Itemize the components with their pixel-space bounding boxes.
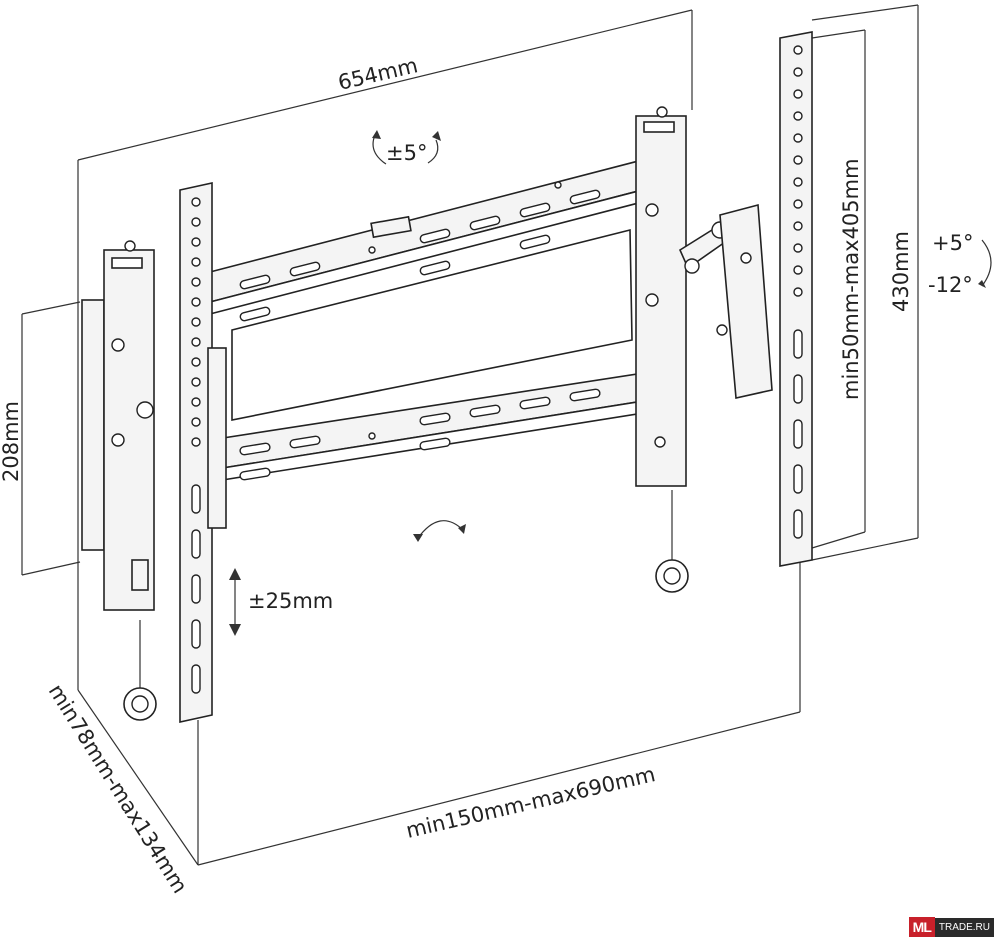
rotation-label: ±5° <box>386 141 427 165</box>
right-hinge-block <box>716 203 773 399</box>
right-bracket <box>635 106 730 593</box>
tilt-down-label: -12° <box>928 273 973 297</box>
lateral-shift-label: ±25mm <box>248 589 333 613</box>
vertical-spacing-label: min50mm-max405mm <box>839 158 863 400</box>
right-vertical-arm <box>779 31 813 567</box>
wall-plate-height-label: 208mm <box>0 401 23 482</box>
tilt-up-label: +5° <box>932 231 973 255</box>
wall-plate <box>209 156 651 483</box>
depth-label: min78mm-max134mm <box>44 680 192 898</box>
site-watermark: ML TRADE.RU <box>908 916 994 938</box>
top-rail-slots <box>239 189 601 322</box>
left-vertical-arm <box>179 182 227 723</box>
height-total-label: 430mm <box>889 231 913 312</box>
width-total-label: 654mm <box>336 53 420 95</box>
left-bracket <box>81 240 157 721</box>
watermark-site: TRADE.RU <box>934 917 994 937</box>
bottom-rail-slots <box>239 388 601 481</box>
watermark-brand: ML <box>908 917 935 937</box>
dimension-lines <box>21 4 992 866</box>
